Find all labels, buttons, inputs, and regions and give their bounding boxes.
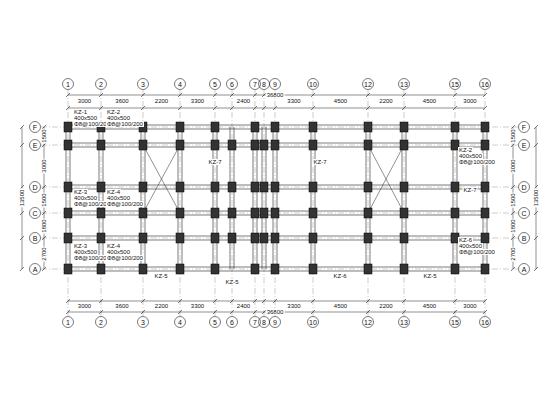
column-tag: Φ8@100/200 bbox=[458, 159, 496, 165]
dimension: 13500 bbox=[19, 189, 25, 208]
axis-label: 1 bbox=[65, 81, 71, 88]
axis-label: 12 bbox=[363, 81, 373, 88]
axis-label: 16 bbox=[480, 319, 490, 326]
column-tag: Φ8@100/200 bbox=[106, 121, 144, 127]
axis-label: 2 bbox=[98, 81, 104, 88]
dimension: 1500 bbox=[510, 128, 516, 143]
axis-label: 9 bbox=[272, 319, 278, 326]
dimension: 1500 bbox=[41, 128, 47, 143]
dimension: 4500 bbox=[333, 303, 348, 309]
dimension: 3300 bbox=[286, 98, 301, 104]
axis-label: B bbox=[32, 235, 39, 242]
axis-label: E bbox=[521, 142, 528, 149]
axis-label: 7 bbox=[252, 319, 258, 326]
axis-label: 9 bbox=[272, 81, 278, 88]
dimension: 36800 bbox=[266, 309, 285, 315]
dimension: 4500 bbox=[422, 303, 437, 309]
axis-label: F bbox=[521, 124, 527, 131]
axis-label: A bbox=[521, 266, 528, 273]
dimension: 2700 bbox=[41, 246, 47, 261]
dimension: 1800 bbox=[510, 218, 516, 233]
axis-label: 3 bbox=[140, 81, 146, 88]
axis-label: D bbox=[520, 184, 527, 191]
dimension: 2200 bbox=[154, 98, 169, 104]
axis-label: 2 bbox=[98, 319, 104, 326]
column-tag: KZ-7 bbox=[207, 159, 222, 165]
axis-label: F bbox=[32, 124, 38, 131]
dimension: 3000 bbox=[462, 98, 477, 104]
dimension: 3300 bbox=[190, 303, 205, 309]
axis-label: 13 bbox=[399, 81, 409, 88]
dimension: 4500 bbox=[422, 98, 437, 104]
dimension: 3600 bbox=[114, 98, 129, 104]
dimension: 3000 bbox=[77, 303, 92, 309]
column-tag: KZ-5 bbox=[224, 279, 239, 285]
axis-label: 1 bbox=[65, 319, 71, 326]
dimension: 1500 bbox=[41, 192, 47, 207]
dimension: 1500 bbox=[510, 192, 516, 207]
column-tag: Φ8@100/200 bbox=[106, 201, 144, 207]
axis-label: B bbox=[521, 235, 528, 242]
axis-label: 16 bbox=[480, 81, 490, 88]
dimension: 2400 bbox=[236, 303, 251, 309]
column-tag: KZ-6 bbox=[332, 273, 347, 279]
dimension: 4500 bbox=[333, 98, 348, 104]
dimension: 3300 bbox=[286, 303, 301, 309]
axis-label: 15 bbox=[450, 319, 460, 326]
column-tag: KZ-7 bbox=[462, 187, 477, 193]
axis-label: 10 bbox=[308, 81, 318, 88]
axis-label: A bbox=[32, 266, 39, 273]
axis-label: 8 bbox=[261, 319, 267, 326]
dimension: 2700 bbox=[510, 246, 516, 261]
axis-label: 5 bbox=[212, 319, 218, 326]
axis-label: 4 bbox=[177, 81, 183, 88]
column-tag: KZ-5 bbox=[153, 273, 168, 279]
column-tag: KZ-7 bbox=[312, 159, 327, 165]
axis-label: 10 bbox=[308, 319, 318, 326]
dimension: 2200 bbox=[378, 98, 393, 104]
axis-label: 8 bbox=[261, 81, 267, 88]
dimension: 3000 bbox=[77, 98, 92, 104]
axis-label: 3 bbox=[140, 319, 146, 326]
axis-label: 4 bbox=[177, 319, 183, 326]
column-tag: Φ8@100/200 bbox=[106, 255, 144, 261]
dimension: 3600 bbox=[114, 303, 129, 309]
dimension: 2200 bbox=[378, 303, 393, 309]
axis-label: C bbox=[31, 210, 38, 217]
dimension: 1800 bbox=[41, 218, 47, 233]
axis-label: 7 bbox=[252, 81, 258, 88]
column-tag: KZ-5 bbox=[422, 273, 437, 279]
axis-label: E bbox=[32, 142, 39, 149]
dimension: 3300 bbox=[190, 98, 205, 104]
axis-label: 6 bbox=[229, 319, 235, 326]
dimension: 36800 bbox=[266, 92, 285, 98]
dimension: 2200 bbox=[154, 303, 169, 309]
axis-label: 6 bbox=[229, 81, 235, 88]
column-tag: Φ8@100/200 bbox=[458, 249, 496, 255]
axis-label: 15 bbox=[450, 81, 460, 88]
dimension: 13500 bbox=[533, 189, 539, 208]
dimension: 3000 bbox=[41, 158, 47, 173]
axis-label: C bbox=[520, 210, 527, 217]
dimension: 2400 bbox=[236, 98, 251, 104]
axis-label: 12 bbox=[363, 319, 373, 326]
axis-label: D bbox=[31, 184, 38, 191]
dimension: 3000 bbox=[462, 303, 477, 309]
axis-label: 5 bbox=[212, 81, 218, 88]
axis-label: 13 bbox=[399, 319, 409, 326]
dimension: 3000 bbox=[510, 158, 516, 173]
